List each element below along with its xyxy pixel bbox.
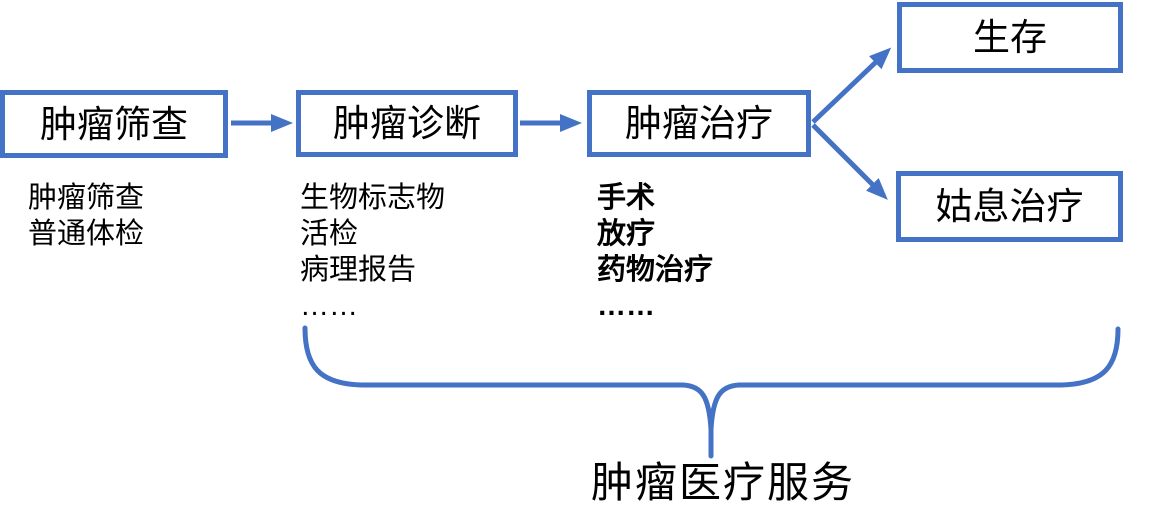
arrow-treatment-to-palliative <box>811 123 888 200</box>
box-survival-label: 生存 <box>973 17 1047 58</box>
box-tumor-treatment-label: 肿瘤治疗 <box>625 103 773 144</box>
diagnosis-item-list: 生物标志物 活检 病理报告 …… <box>300 180 445 324</box>
list-item: 肿瘤筛查 <box>28 182 145 214</box>
box-tumor-treatment: 肿瘤治疗 <box>587 90 811 157</box>
list-item: 手术 <box>597 182 656 214</box>
list-item-ellipsis: …… <box>300 290 358 322</box>
box-tumor-screening-label: 肿瘤筛查 <box>40 103 188 145</box>
box-tumor-diagnosis: 肿瘤诊断 <box>296 90 518 157</box>
underbrace <box>302 325 1121 459</box>
box-tumor-diagnosis-label: 肿瘤诊断 <box>333 103 481 144</box>
list-item-ellipsis: …… <box>597 290 655 322</box>
treatment-item-list: 手术 放疗 药物治疗 …… <box>597 180 713 324</box>
list-item: 药物治疗 <box>597 254 714 286</box>
list-item: 放疗 <box>597 218 656 250</box>
list-item: 活检 <box>300 218 359 250</box>
list-item: 普通体检 <box>28 218 145 250</box>
screening-item-list: 肿瘤筛查 普通体检 <box>28 180 144 252</box>
underbrace-caption: 肿瘤医疗服务 <box>591 458 856 507</box>
box-tumor-screening: 肿瘤筛查 <box>0 90 228 158</box>
box-palliative-care: 姑息治疗 <box>896 171 1123 242</box>
box-survival: 生存 <box>897 2 1123 73</box>
list-item: 生物标志物 <box>300 182 446 214</box>
arrow-treatment-to-survival <box>811 47 892 124</box>
list-item: 病理报告 <box>300 254 417 286</box>
box-palliative-care-label: 姑息治疗 <box>935 186 1084 227</box>
